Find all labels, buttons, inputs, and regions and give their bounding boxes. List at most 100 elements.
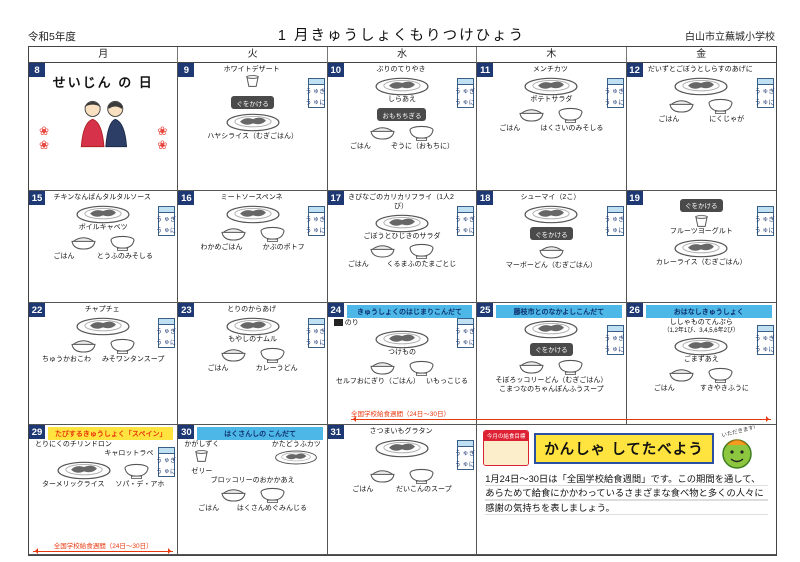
coming-of-age-couple-illustration <box>70 97 136 151</box>
menu-item-wrap: のり <box>333 319 474 328</box>
menu-item: フルーツヨーグルト <box>669 228 733 235</box>
milk-carton-icon: ぎゅうにゅう <box>753 206 774 236</box>
soup-bowl-icon <box>407 468 436 485</box>
day-number: 30 <box>178 425 195 439</box>
milk-label: ぎゅう <box>304 216 324 223</box>
weekday-tue: 火 <box>178 47 328 63</box>
announcement-header: 今月の給食目標 かんしゃ してたべよう いただきます! <box>483 425 770 467</box>
day-cell-19: 19 ぎゅうにゅう ぐをかける フルーツヨーグルト カレーライス（むぎごはん） <box>626 191 776 303</box>
monthly-goal-badge-label: 今月の給食目標 <box>484 431 529 441</box>
milk-label: にゅう <box>453 338 474 345</box>
menu-item: さつまいもグラタン <box>369 428 433 435</box>
day-number: 19 <box>626 191 643 205</box>
holiday-label: せいじん の 日 <box>52 75 154 90</box>
day-cell-8: 8 せいじん の 日 ❀❀ ❀❀ <box>29 63 179 191</box>
day-cell-29: 29 たびするきゅうしょく「スペイン」 ぎゅうにゅう とりにくのチリンドロン キ… <box>29 425 179 555</box>
day-number: 29 <box>29 425 45 439</box>
milk-carton-icon: ぎゅうにゅう <box>602 325 624 355</box>
milk-carton-icon: ぎゅうにゅう <box>753 325 774 355</box>
soup-bowl-icon <box>258 226 287 243</box>
rice-bowl-icon <box>368 243 397 260</box>
milk-carton-icon: ぎゅうにゅう <box>154 318 176 348</box>
school-lunch-week-label: 全国学校給食週間（24日～30日） <box>351 411 450 418</box>
day-cell-10: 10 ぎゅうにゅう ぶりのてりやき しらあえ おもちちぎる ごはんぞうに（おもち… <box>327 63 478 191</box>
milk-carton-icon: ぎゅうにゅう <box>453 206 475 236</box>
milk-carton-icon: ぎゅうにゅう <box>453 78 475 108</box>
rice-bowl-icon <box>219 487 248 504</box>
milk-label: にゅう <box>453 460 474 467</box>
plate-icon <box>523 205 579 224</box>
school-lunch-week-arrow: 全国学校給食週間（24日～30日） <box>351 411 771 423</box>
day-cell-25: 25 藤枝市とのなかよしこんだて ぎゅうにゅう ぐをかける そぼろッコリーどん（… <box>477 303 627 425</box>
day-cell-30: 30 はくさんしの こんだて かがしずく ゼリー かたどうふカツ ブロッコリーの… <box>178 425 328 555</box>
menu-item: はくさんめぐみんじる <box>236 505 308 513</box>
soup-bowl-icon <box>556 107 585 124</box>
milk-label: にゅう <box>602 226 623 233</box>
milk-label: にゅう <box>753 345 773 352</box>
special-menu-banner: きゅうしょくのはじまりこんだて <box>346 305 473 318</box>
milk-carton-icon: ぎゅうにゅう <box>602 206 624 236</box>
day-cell-24: 24 きゅうしょくのはじまりこんだて ぎゅうにゅう のり つけもの セルフおにぎ… <box>327 303 478 425</box>
menu-item: わかめごはん <box>200 243 243 251</box>
announcement-body: 1月24日～30日は「全国学校給食週間」です。この期間を通して、あらためて給食に… <box>485 472 768 516</box>
day-number: 12 <box>626 63 643 77</box>
menu-item: ぞうに（おもちに） <box>391 142 455 150</box>
plate-icon <box>56 461 112 480</box>
fiscal-year-label: 令和5年度 <box>28 31 76 43</box>
plate-icon <box>374 214 430 233</box>
day-number: 22 <box>29 303 45 317</box>
milk-label: ぎゅう <box>602 335 623 342</box>
menu-item: かたどうふカツ <box>271 441 321 448</box>
plate-icon <box>523 77 579 96</box>
menu-item: ブロッコリーのおかかあえ <box>210 476 295 484</box>
menu-item: カレーライス（むぎごはん） <box>655 258 747 266</box>
rice-bowl-icon <box>667 367 696 384</box>
milk-label: ぎゅう <box>753 88 773 95</box>
menu-item: かぶのポトフ <box>262 243 305 251</box>
day-cell-15: 15 ぎゅうにゅう チキンなんばんタルタルソース ボイルキャベツ ごはんとうふの… <box>29 191 179 303</box>
milk-carton-icon: ぎゅうにゅう <box>453 318 475 348</box>
menu-item: はくさいのみそしる <box>540 124 604 132</box>
menu-item: ゼリー <box>191 467 213 475</box>
milk-label: にゅう <box>154 338 175 345</box>
nori-icon <box>333 319 343 326</box>
rice-bowl-icon <box>219 347 248 364</box>
milk-carton-icon: ぎゅうにゅう <box>304 206 325 236</box>
menu-item: かがしずく <box>184 441 220 448</box>
milk-carton-icon: ぎゅうにゅう <box>155 206 176 236</box>
menu-item: ちゅうかおこわ <box>41 355 91 363</box>
day-number: 16 <box>178 191 195 205</box>
day-cell-23: 23 ぎゅうにゅう とりのからあげ もやしのナムル ごはんカレーうどん <box>178 303 328 425</box>
day-number: 18 <box>477 191 494 205</box>
plate-icon <box>75 205 131 224</box>
plate-icon <box>225 317 281 336</box>
menu-item: メンチカツ <box>532 66 568 73</box>
milk-carton-icon: ぎゅうにゅう <box>304 318 325 348</box>
milk-label: ぎゅう <box>753 335 773 342</box>
menu-item: ごはん <box>349 142 371 150</box>
rice-bowl-icon <box>517 107 546 124</box>
day-number: 10 <box>327 63 344 77</box>
flower-icon: ❀ <box>39 138 50 152</box>
menu-item: ぶりのてりやき <box>376 66 426 73</box>
school-lunch-week-arrow: 全国学校給食週間（24日～30日） <box>33 543 174 554</box>
badge-illustration <box>484 441 529 465</box>
jelly-cup-icon <box>193 450 210 463</box>
milk-carton-icon: ぎゅうにゅう <box>453 440 475 470</box>
school-name: 白山市立蕪城小学校 <box>685 32 775 43</box>
soup-bowl-icon <box>556 359 585 376</box>
day-cell-11: 11 ぎゅうにゅう メンチカツ ポテトサラダ ごはんはくさいのみそしる <box>477 63 627 191</box>
menu-item: マーボーどん（むぎごはん） <box>505 261 597 269</box>
weekday-fri: 金 <box>626 47 776 63</box>
milk-carton-icon: ぎゅうにゅう <box>603 78 624 108</box>
milk-label: ぎゅう <box>602 216 623 223</box>
menu-item: セルフおにぎり（ごはん） <box>335 377 420 385</box>
menu-item: ボイルキャベツ <box>78 223 128 231</box>
plate-icon <box>523 320 579 339</box>
menu-item: しらあえ <box>387 95 416 103</box>
menu-item: すきやきふうに <box>699 385 749 392</box>
day-cell-26: 26 おはなしきゅうしょく ぎゅうにゅう ししゃものてんぷら （1,2年1び、3… <box>626 303 776 425</box>
menu-item: とりのからあげ <box>227 306 277 313</box>
rice-bowl-icon <box>517 359 546 376</box>
soup-bowl-icon <box>258 487 287 504</box>
